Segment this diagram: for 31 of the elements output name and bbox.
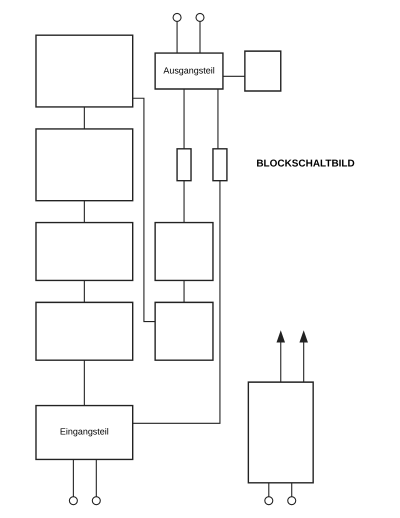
connector: [291, 482, 292, 497]
connector: [72, 459, 74, 497]
arrow: [299, 330, 308, 382]
connector: [223, 76, 245, 77]
connector: [132, 180, 220, 424]
connector: [96, 459, 97, 497]
connector: [84, 200, 85, 222]
node-box: [35, 222, 134, 282]
label: BLOCKSCHALTBILD: [256, 158, 355, 170]
connector: [184, 280, 185, 302]
connector: [184, 89, 185, 148]
arrow: [276, 330, 286, 382]
connector: [268, 482, 270, 497]
node-box: [212, 148, 228, 182]
node-box: [244, 50, 282, 92]
node-box: [176, 148, 192, 182]
connector: [84, 360, 85, 406]
connector: [176, 21, 178, 53]
node-box: [154, 302, 214, 361]
connector: [199, 21, 201, 53]
node-box: Eingangsteil: [35, 404, 134, 460]
node-box: [154, 222, 214, 282]
node-box: [35, 34, 134, 108]
node-box: [248, 381, 314, 484]
node-box: [35, 302, 134, 361]
connector: [184, 180, 185, 222]
connector: [84, 107, 85, 129]
connector: [217, 89, 218, 148]
node-box: [35, 128, 134, 202]
connector: [84, 280, 85, 302]
node-box: Ausgangsteil: [154, 52, 224, 90]
